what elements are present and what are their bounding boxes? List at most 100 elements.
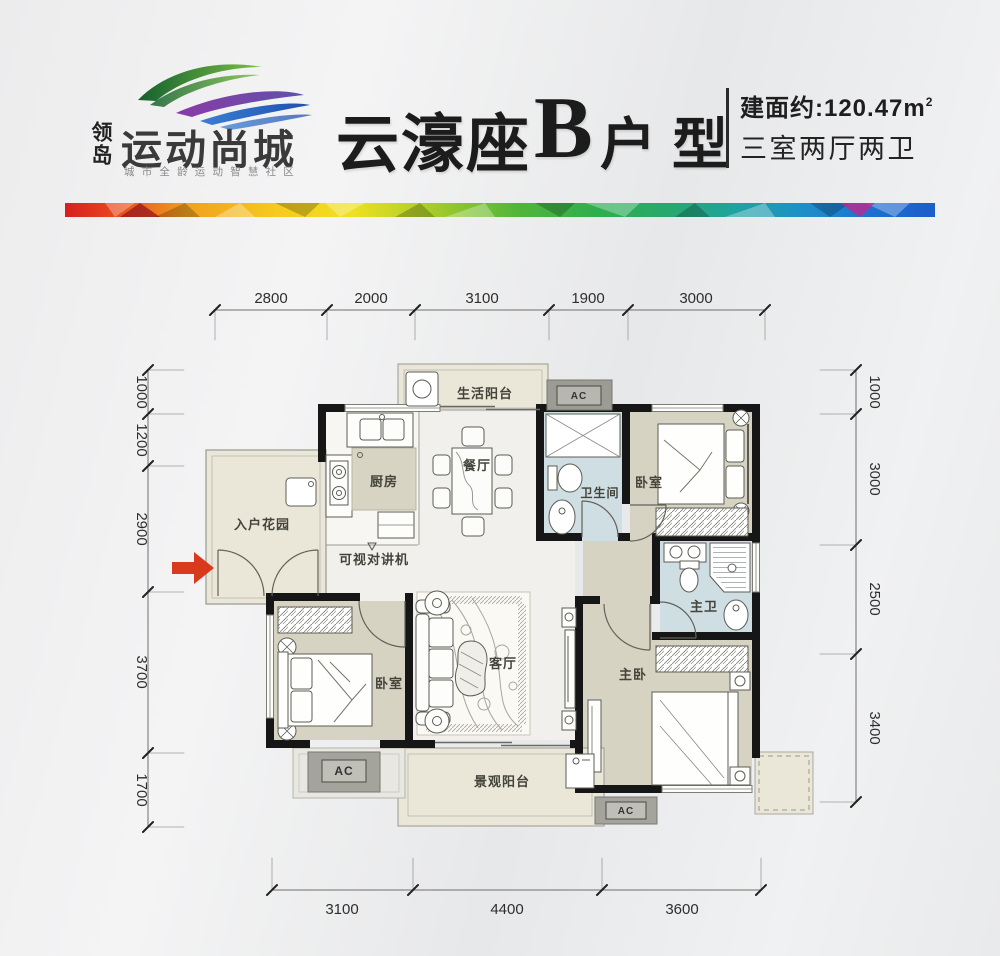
balcony-fixtures [285,371,595,789]
living-room-furniture [415,590,577,736]
plan-type-letter: B [534,80,593,177]
bedroom2-furniture [655,409,750,537]
room-spec-text: 三室两厅两卫 [740,134,917,164]
color-mosaic-strip [65,203,935,217]
bedroom2-door [629,504,667,542]
entry-arrow-icon [172,552,214,584]
pedestal-sink [723,599,749,631]
doors [217,500,697,651]
brand-name: 运动尚城 [121,127,297,173]
brand-vertical-name: 领岛 [89,121,113,167]
ac-label-bottom-left: AC [334,764,353,778]
garden-door-right [271,549,319,597]
dining-set [432,426,513,537]
dim-left-3: 2900 [133,512,150,545]
kitchen-mat [351,447,417,511]
dim-right-2: 3000 [866,462,883,495]
nightstand [729,766,751,786]
label-living-room: 客厅 [489,656,517,671]
ac-label-bottom-right: AC [618,806,634,817]
wave-blue-2 [220,114,312,130]
room-labels: 生活阳台 厨房 餐厅 卫生间 卧室 入户花园 可视对讲机 客厅 主卫 卧室 主卧… [234,386,718,789]
dim-right-3: 2500 [866,582,883,615]
pillow [290,690,313,723]
dim-left-2: 1200 [133,423,150,456]
dim-top-3: 3100 [465,290,498,307]
dim-bottom-1: 3100 [325,901,358,918]
title-divider [726,88,729,168]
toilet [679,567,699,593]
tv-cabinet [564,629,576,709]
pillow [725,465,745,499]
pedestal-sink [548,499,576,535]
label-kitchen: 厨房 [370,474,398,489]
label-dining: 餐厅 [462,458,491,473]
label-bedroom-1: 卧室 [375,676,403,691]
dim-right-1: 1000 [866,375,883,408]
master-bath-door [659,601,697,639]
label-master-bath: 主卫 [690,599,718,614]
dim-bottom-2: 4400 [490,901,523,918]
toilet [557,463,583,493]
brand-logo-waves [138,64,312,130]
mosaic-darkred-shard [120,203,160,217]
mosaic-magenta-shard [840,203,875,217]
wave-green-2 [150,74,260,107]
dim-top-2: 2000 [354,290,387,307]
sliding-doors [435,405,570,747]
media-box [561,607,577,628]
sofa-cushion [428,679,454,708]
floorplan: 2800 2000 3100 1900 3000 1000 1200 2900 … [133,290,883,918]
bed [657,423,725,505]
kitchen-sink-right [382,418,405,441]
wave-green [138,64,262,101]
label-bedroom-2: 卧室 [635,475,663,490]
pillow [725,429,745,463]
label-master-bedroom: 主卧 [619,667,647,682]
kitchen-sink-left [359,418,382,441]
garden-door-left [217,549,265,597]
toilet-tank [547,465,558,491]
plan-type-suffix: 户型 [600,113,744,176]
area-value: 建面约:120.47m [740,95,926,122]
dim-top-1: 2800 [254,290,287,307]
balcony-sink [565,753,595,789]
label-bathroom: 卫生间 [580,485,619,500]
bathroom-fixtures [545,413,621,535]
dim-right-4: 3400 [866,711,883,744]
garden-cabinet [285,477,317,507]
intercom-marker-icon [367,542,377,552]
dim-left-5: 1700 [133,773,150,806]
dim-left-4: 3700 [133,655,150,688]
label-view-balcony: 景观阳台 [474,774,530,789]
dining-table [451,447,493,515]
windows [266,404,760,793]
wave-purple [176,91,304,117]
bedroom1-furniture [277,606,373,741]
media-box [561,710,577,731]
dim-top-5: 3000 [679,290,712,307]
area-superscript: 2 [925,95,934,109]
wave-blue [200,103,310,125]
brand-tagline: 城市全龄运动智慧社区 [124,166,301,178]
label-entry-garden: 入户花园 [234,517,290,532]
bathroom-door [581,500,619,538]
nightstand [729,671,751,691]
sofa-cushion [428,648,454,679]
headboard [277,651,289,729]
dim-bottom-3: 3600 [665,901,698,918]
area-text: 建面约:120.47m2 [740,88,933,123]
washing-machine [405,371,439,407]
master-bedroom-door [603,603,651,651]
sofa-cushion [428,617,454,648]
ac-units: AC AC AC [307,379,658,825]
speaker [424,590,450,616]
speaker [424,708,450,734]
coffee-table [454,640,488,697]
kitchen-fixtures [325,412,420,546]
master-bath-fixtures [663,542,751,631]
plan-title: 云濠座 [336,110,531,180]
label-living-balcony: 生活阳台 [457,386,513,401]
bedroom1-door [358,600,406,648]
